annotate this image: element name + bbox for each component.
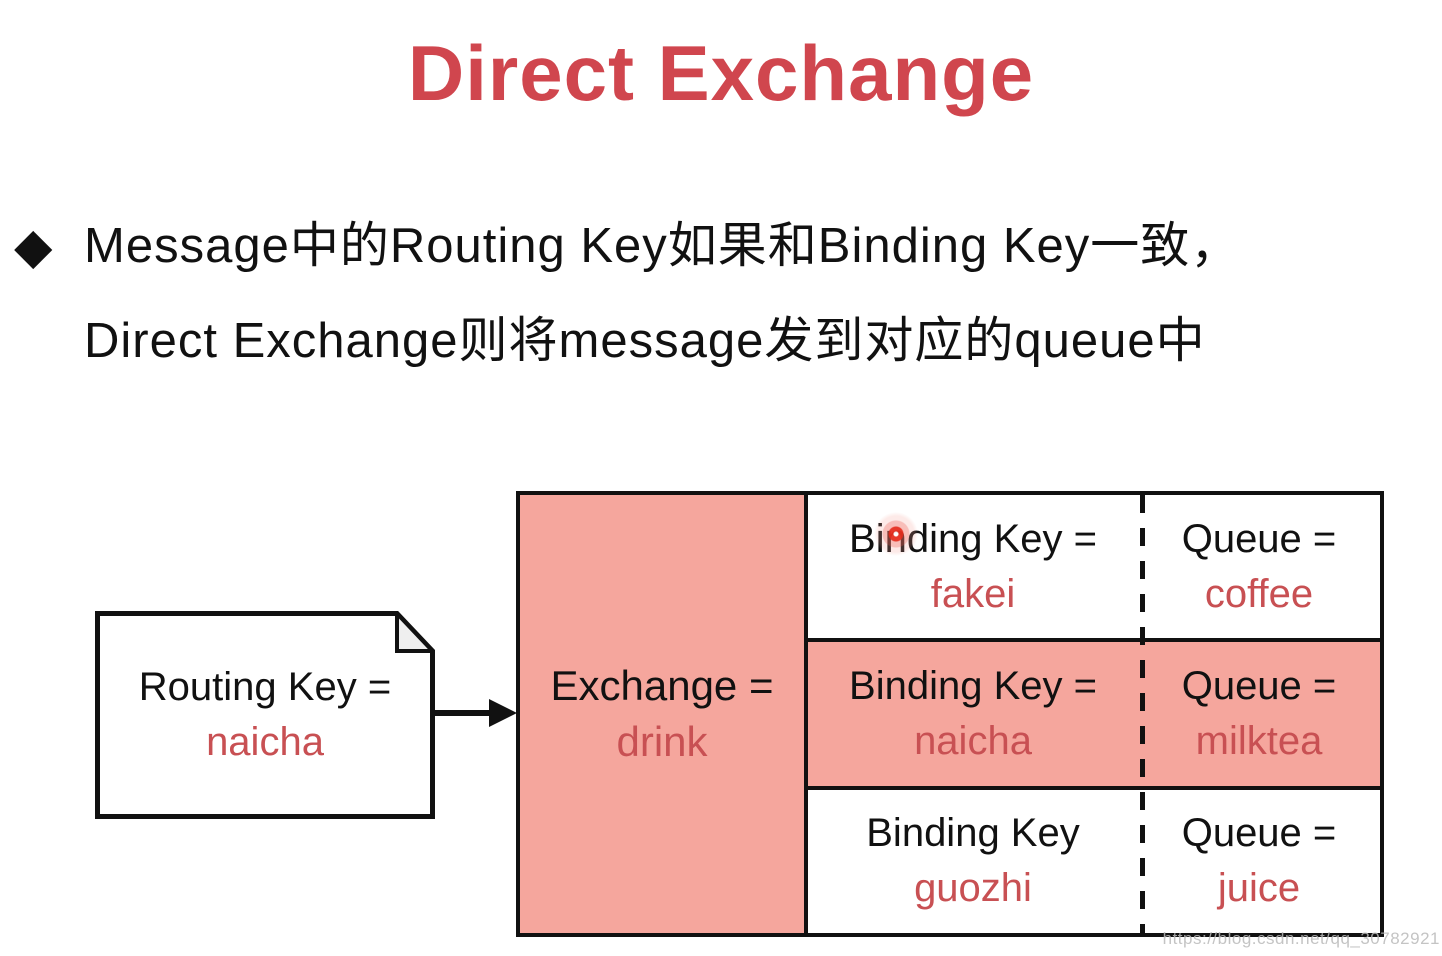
note-fold-corner bbox=[395, 611, 435, 653]
table-row: Binding Key = naicha Queue = milktea bbox=[808, 638, 1380, 786]
queue-value: juice bbox=[1217, 866, 1301, 911]
routing-key-note: Routing Key = naicha bbox=[95, 611, 435, 819]
bullet-line-1: Message中的Routing Key如果和Binding Key一致， bbox=[84, 219, 1241, 273]
binding-rows: Binding Key = fakei Queue = coffee Bindi… bbox=[808, 495, 1380, 933]
queue-cell: Queue = milktea bbox=[1138, 642, 1380, 785]
binding-key-cell: Binding Key = naicha bbox=[808, 642, 1138, 785]
binding-key-label: Binding Key bbox=[866, 811, 1080, 856]
bullet-paragraph: Message中的Routing Key如果和Binding Key一致， Di… bbox=[84, 199, 1414, 389]
diamond-bullet-icon: ◆ bbox=[14, 218, 53, 274]
binding-key-cell: Binding Key = fakei bbox=[808, 495, 1138, 638]
queue-label: Queue = bbox=[1181, 663, 1337, 708]
queue-label: Queue = bbox=[1181, 811, 1337, 856]
bullet-line-2: Direct Exchange则将message发到对应的queue中 bbox=[84, 314, 1206, 368]
exchange-label: Exchange = bbox=[550, 662, 774, 709]
queue-cell: Queue = juice bbox=[1138, 790, 1380, 933]
routing-key-label: Routing Key = bbox=[138, 665, 392, 709]
queue-cell: Queue = coffee bbox=[1138, 495, 1380, 638]
page-title: Direct Exchange bbox=[407, 29, 1035, 117]
binding-key-value: fakei bbox=[930, 571, 1016, 616]
queue-value: coffee bbox=[1204, 571, 1314, 616]
binding-key-value: guozhi bbox=[914, 866, 1032, 911]
dashed-column-divider bbox=[1140, 495, 1145, 933]
table-row: Binding Key guozhi Queue = juice bbox=[808, 785, 1380, 933]
exchange-cell: Exchange = drink bbox=[520, 495, 808, 933]
binding-key-label: Binding Key = bbox=[849, 663, 1097, 708]
exchange-table: Exchange = drink Binding Key = fakei Que… bbox=[516, 491, 1384, 937]
watermark-url: https://blog.csdn.net/qq_30782921 bbox=[1162, 929, 1440, 948]
exchange-value: drink bbox=[616, 718, 708, 765]
arrow-head-icon bbox=[489, 699, 517, 727]
routing-key-value: naicha bbox=[206, 720, 324, 764]
binding-key-value: naicha bbox=[914, 718, 1032, 763]
note-shape bbox=[95, 611, 435, 819]
queue-value: milktea bbox=[1195, 718, 1323, 763]
binding-key-cell: Binding Key guozhi bbox=[808, 790, 1138, 933]
queue-label: Queue = bbox=[1181, 516, 1337, 561]
arrow-right-icon bbox=[430, 710, 492, 716]
laser-pointer-icon bbox=[874, 512, 918, 556]
